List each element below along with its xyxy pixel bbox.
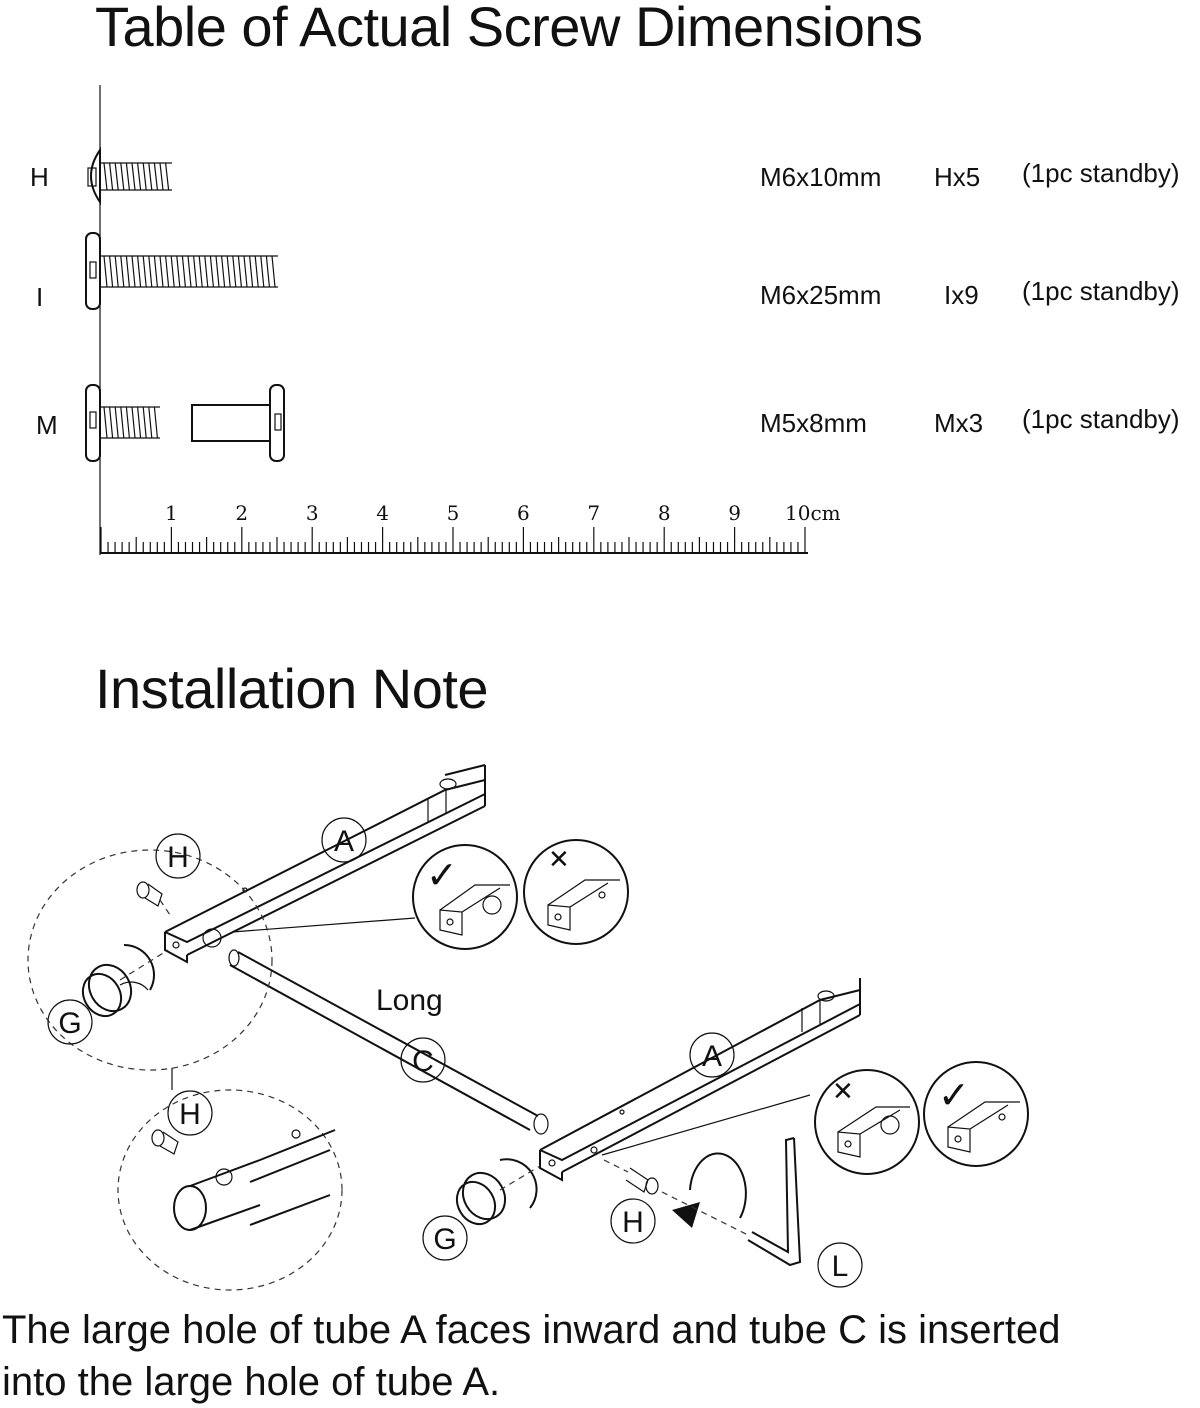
callout-g-top-text: G	[58, 1007, 81, 1040]
zoom-detail	[151, 1129, 336, 1231]
knob-g-bottom	[455, 1158, 541, 1226]
callout-h-detail: H	[167, 1090, 213, 1136]
ruler-label: 6	[517, 501, 530, 525]
callout-a-top: A	[321, 817, 367, 863]
note-line-1: The large hole of tube A faces inward an…	[2, 1308, 1061, 1352]
correct-mark-bottom: ✓	[938, 1073, 970, 1117]
callout-l-text: L	[832, 1250, 849, 1283]
screw-table-title: Table of Actual Screw Dimensions	[95, 0, 923, 58]
installation-note-title: Installation Note	[95, 657, 489, 720]
inset-wrong-top	[523, 839, 629, 945]
ruler-label: 3	[306, 501, 319, 525]
ruler-label: 1	[165, 501, 178, 525]
tube-c-long-label: Long	[376, 984, 443, 1017]
ruler-label: 7	[587, 501, 600, 525]
screw-i-standby: (1pc standby)	[1022, 276, 1180, 306]
callout-a-bottom-text: A	[702, 1040, 722, 1073]
installation-note-text: The large hole of tube A faces inward an…	[2, 1304, 1198, 1408]
ruler-label: 8	[658, 501, 671, 525]
screw-h-label: H	[30, 162, 49, 192]
ruler-label: 5	[447, 501, 460, 525]
ruler-label: 2	[235, 501, 248, 525]
screw-i-label: I	[36, 282, 44, 312]
screw-m-standby: (1pc standby)	[1022, 404, 1180, 434]
screw-i-size: M6x25mm	[760, 280, 882, 310]
detail-zoom-outline	[117, 1089, 343, 1291]
screw-m-size: M5x8mm	[760, 408, 867, 438]
screw-i-drawing	[85, 232, 278, 310]
screw-m-drawing	[85, 384, 285, 462]
callout-l: L	[817, 1242, 863, 1288]
screw-h-top	[136, 881, 173, 919]
screw-h-size: M6x10mm	[760, 162, 882, 192]
correct-mark-top: ✓	[426, 853, 458, 897]
inset-correct-top	[412, 844, 518, 950]
callout-h-top: H	[155, 833, 201, 879]
wrong-mark-bottom: ✕	[832, 1077, 854, 1107]
tube-a-top	[164, 764, 486, 964]
ruler-label: 4	[376, 501, 389, 525]
tube-a-bottom	[539, 978, 861, 1182]
note-line-2: into the large hole of tube A.	[2, 1360, 501, 1404]
wrong-mark-top: ✕	[548, 845, 570, 875]
screw-h-drawing	[87, 146, 172, 206]
callout-c: C	[400, 1037, 446, 1083]
screw-m-label: M	[36, 410, 58, 440]
screw-h-bottom	[603, 1159, 659, 1195]
pointer-bottom	[601, 1094, 811, 1156]
callout-h-top-text: H	[167, 841, 189, 874]
callout-h-detail-text: H	[179, 1098, 201, 1131]
callout-g-bottom-text: G	[433, 1223, 456, 1256]
detail-outline	[27, 849, 273, 1071]
screw-h-qty: Hx5	[934, 162, 981, 192]
ruler-label: 10cm	[785, 501, 841, 525]
ruler-label: 9	[728, 501, 741, 525]
callout-g-top: G	[47, 999, 93, 1045]
wrench-l	[661, 1137, 802, 1267]
inset-wrong-bottom	[814, 1069, 920, 1175]
screw-i-qty: Ix9	[944, 280, 979, 310]
screw-m-qty: Mx3	[934, 408, 984, 438]
callout-g-bottom: G	[422, 1215, 468, 1261]
screw-h-standby: (1pc standby)	[1022, 158, 1180, 188]
tube-c	[228, 949, 549, 1135]
ruler: 1 2 3 4 5 6 7 8 9 10cm	[100, 501, 841, 554]
rotate-arrow	[672, 1152, 747, 1228]
callout-a-top-text: A	[334, 825, 354, 858]
knob-g-top	[81, 944, 169, 1018]
callout-h-bottom: H	[610, 1198, 656, 1244]
inset-correct-bottom	[923, 1061, 1029, 1167]
callout-h-bottom-text: H	[622, 1206, 644, 1239]
callout-c-text: C	[412, 1045, 434, 1078]
callout-a-bottom: A	[689, 1032, 735, 1078]
pointer-top	[231, 917, 416, 933]
